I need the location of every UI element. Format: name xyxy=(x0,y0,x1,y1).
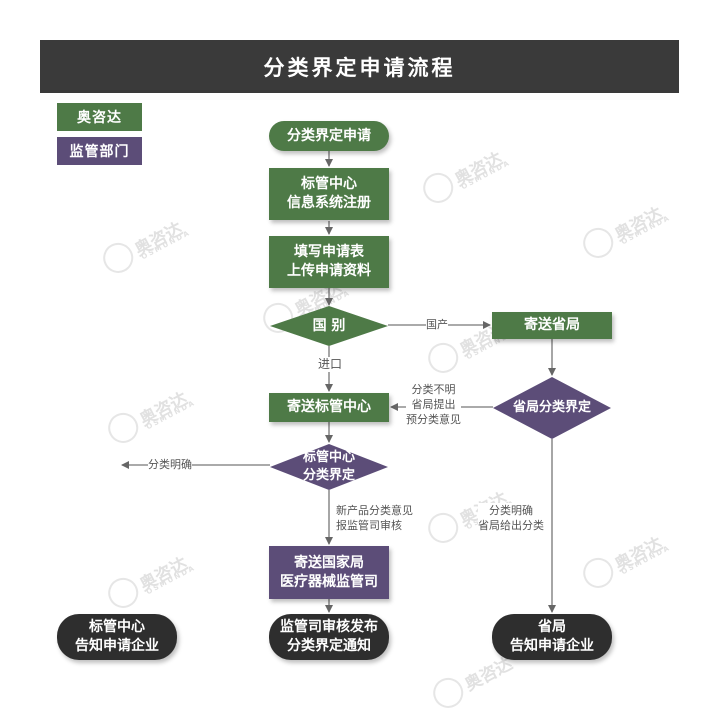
node-label: 省局 xyxy=(538,619,566,635)
node-label: 告知申请企业 xyxy=(510,638,594,654)
node-label: 标管中心 xyxy=(302,450,355,465)
node-send-national: 寄送国家局 医疗器械监管司 xyxy=(269,546,389,599)
node-label: 填写申请表 xyxy=(294,244,364,260)
edge-label-domestic: 国产 xyxy=(426,317,448,332)
legend-company: 奥咨达 xyxy=(57,103,142,131)
edge-label-province-clear: 分类明确 省局给出分类 xyxy=(478,503,544,533)
node-start: 分类界定申请 xyxy=(269,121,389,151)
node-label: 分类界定 xyxy=(302,468,355,483)
node-label: 上传申请资料 xyxy=(287,263,371,279)
node-end-center: 标管中心 告知申请企业 xyxy=(57,614,177,660)
node-label: 国 别 xyxy=(312,318,346,334)
node-label: 监管司审核发布 xyxy=(280,619,378,635)
node-label: 寄送国家局 xyxy=(294,554,364,571)
edge-label-center-clear: 分类明确 xyxy=(148,457,192,472)
node-label: 省局分类界定 xyxy=(512,400,591,415)
decision-center: 标管中心 分类界定 xyxy=(270,444,388,490)
edge-label-import: 进口 xyxy=(318,357,343,372)
edge-label-province-unclear: 分类不明 省局提出 预分类意见 xyxy=(406,382,461,427)
legend-regulator: 监管部门 xyxy=(57,137,142,165)
node-end-province: 省局 告知申请企业 xyxy=(492,614,612,660)
node-label: 告知申请企业 xyxy=(75,638,159,654)
node-label: 寄送省局 xyxy=(524,317,580,333)
edge-label-new-product: 新产品分类意见 报监管司审核 xyxy=(336,503,413,533)
node-label: 标管中心 xyxy=(89,619,145,635)
decision-province: 省局分类界定 xyxy=(493,377,611,439)
node-send-center: 寄送标管中心 xyxy=(269,393,389,422)
node-label: 分类界定通知 xyxy=(287,638,371,654)
page-title: 分类界定申请流程 xyxy=(40,40,679,93)
node-label: 信息系统注册 xyxy=(287,195,371,211)
node-label: 分类界定申请 xyxy=(287,127,371,144)
node-label: 标管中心 xyxy=(301,176,357,192)
node-system-register: 标管中心 信息系统注册 xyxy=(269,168,389,220)
node-label: 寄送标管中心 xyxy=(287,399,371,415)
node-send-province: 寄送省局 xyxy=(492,312,612,339)
node-end-national: 监管司审核发布 分类界定通知 xyxy=(269,614,389,660)
node-fill-application: 填写申请表 上传申请资料 xyxy=(269,236,389,288)
node-label: 医疗器械监管司 xyxy=(280,573,378,590)
decision-country: 国 别 xyxy=(270,306,388,346)
